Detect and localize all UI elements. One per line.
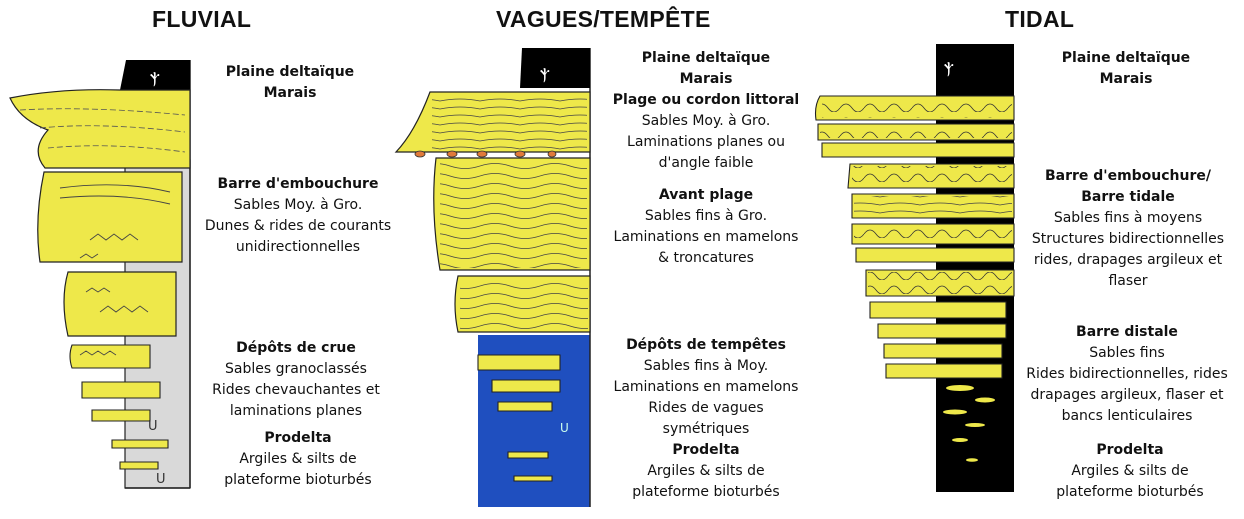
root-icon-2: ⲯ: [540, 62, 550, 83]
tidal-sand-11: [883, 343, 1003, 359]
tidal-sand-9: [869, 301, 1007, 319]
tidal-distal-label: Barre distale Sables fins Rides bidirect…: [1026, 324, 1228, 424]
wave-storm-bed-1: [477, 354, 561, 371]
fluvial-flood-bed-5: [119, 461, 159, 470]
fluvial-flood-label: Dépôts de crue Sables granoclassés Rides…: [212, 340, 380, 419]
title-tidal: TIDAL: [1005, 6, 1075, 32]
tidal-log: ⲯ: [814, 44, 1015, 492]
pebbles: [414, 150, 557, 158]
wave-plain-label: Plaine deltaïque Marais: [641, 50, 771, 87]
tidal-plain-label: Plaine deltaïque Marais: [1061, 50, 1191, 87]
fluvial-plain-label: Plaine deltaïque Marais: [225, 64, 355, 101]
title-fluvial: FLUVIAL: [152, 6, 252, 32]
wave-storm-bed-5: [513, 475, 553, 482]
root-icon: ⲯ: [150, 66, 160, 87]
tidal-mouth-bar-label: Barre d'embouchure/ Barre tidale Sables …: [1031, 168, 1225, 289]
wave-storm-bed-4: [507, 451, 549, 459]
fluvial-log: ⲯ U U: [9, 60, 191, 489]
tidal-prodelta-label: Prodelta Argiles & silts de plateforme b…: [1056, 442, 1204, 500]
wave-log: ⲯ U: [394, 48, 591, 507]
wave-beach-label: Plage ou cordon littoral Sables Moy. à G…: [612, 92, 800, 171]
fluvial-mouth-bar: [37, 171, 183, 263]
fluvial-flood-bed-1: [69, 344, 151, 369]
svg-text:U: U: [560, 421, 569, 435]
wave-storm-bed-2: [491, 379, 561, 393]
tidal-sand-10: [877, 323, 1007, 339]
tidal-sand-12: [885, 363, 1003, 379]
svg-text:U: U: [156, 472, 166, 487]
tidal-sand-3: [821, 142, 1015, 158]
fluvial-marsh: [120, 60, 190, 90]
wave-marsh: [520, 48, 590, 88]
wave-storm-label: Dépôts de tempêtes Sables fins à Moy. La…: [613, 337, 799, 437]
title-wave: VAGUES/TEMPÊTE: [496, 6, 711, 32]
fluvial-sand-lower: [63, 271, 177, 337]
wave-prodelta-label: Prodelta Argiles & silts de plateforme b…: [632, 442, 780, 500]
root-icon-3: ⲯ: [944, 56, 954, 77]
wave-storm-bed-3: [497, 401, 553, 412]
fluvial-flood-bed-4: [111, 439, 169, 449]
lenticular-beds: [943, 385, 995, 462]
wave-shoreface-label: Avant plage Sables fins à Gro. Laminatio…: [613, 187, 799, 266]
fluvial-sand-top: [9, 89, 191, 169]
tidal-sand-7: [855, 247, 1015, 263]
fluvial-mouth-bar-label: Barre d'embouchure Sables Moy. à Gro. Du…: [204, 176, 392, 255]
fluvial-flood-bed-2: [81, 381, 161, 399]
fluvial-flood-bed-3: [91, 409, 151, 422]
svg-text:U: U: [148, 419, 158, 434]
fluvial-prodelta-label: Prodelta Argiles & silts de plateforme b…: [224, 430, 372, 488]
